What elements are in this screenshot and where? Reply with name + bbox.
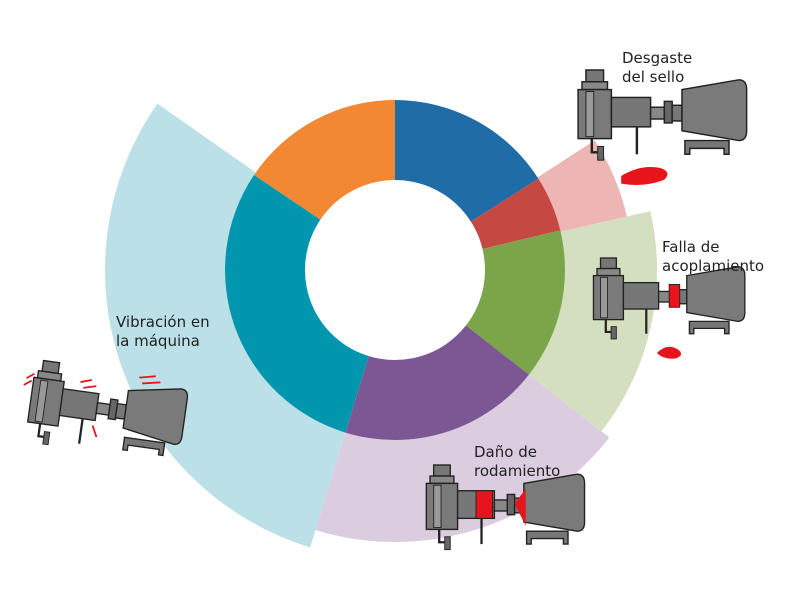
segment-bearing-damage [345, 324, 529, 441]
pump-seal-wear-illustration [576, 68, 748, 185]
segment-seal-wear [469, 178, 561, 250]
label-line: acoplamiento [662, 257, 765, 275]
label-machine-vibration: Vibración en la máquina [116, 313, 210, 351]
pump-bearing-damage-illustration [425, 463, 586, 551]
label-line: Falla de [662, 238, 720, 256]
label-line: Daño de [474, 443, 537, 461]
label-coupling-failure: Falla de acoplamiento [662, 238, 764, 276]
segment-coupling-failure [464, 230, 565, 375]
label-line: Vibración en [116, 313, 210, 331]
outer-seal-wear [537, 140, 627, 232]
coupling-highlight-icon [668, 283, 681, 308]
bearing-highlight-icon [475, 490, 494, 519]
label-line: del sello [622, 68, 685, 86]
vibration-lines-icon [23, 372, 161, 438]
seal-leak-icon [621, 167, 668, 185]
leak-icon [656, 346, 682, 359]
pump-coupling-failure-illustration [592, 256, 746, 359]
bearing-highlight-icon-2 [514, 488, 526, 526]
segment-dark-blue [395, 100, 539, 223]
outer-coupling-failure [528, 211, 657, 432]
label-seal-wear: Desgaste del sello [622, 49, 692, 87]
label-line: rodamiento [474, 462, 561, 480]
segment-machine-vibration [225, 174, 370, 433]
label-bearing-damage: Daño de rodamiento [474, 443, 560, 481]
label-line: la máquina [116, 332, 200, 350]
donut-hole [305, 180, 485, 360]
pump-vibration-illustration [23, 358, 191, 465]
segment-orange [254, 100, 395, 221]
label-line: Desgaste [622, 49, 693, 67]
